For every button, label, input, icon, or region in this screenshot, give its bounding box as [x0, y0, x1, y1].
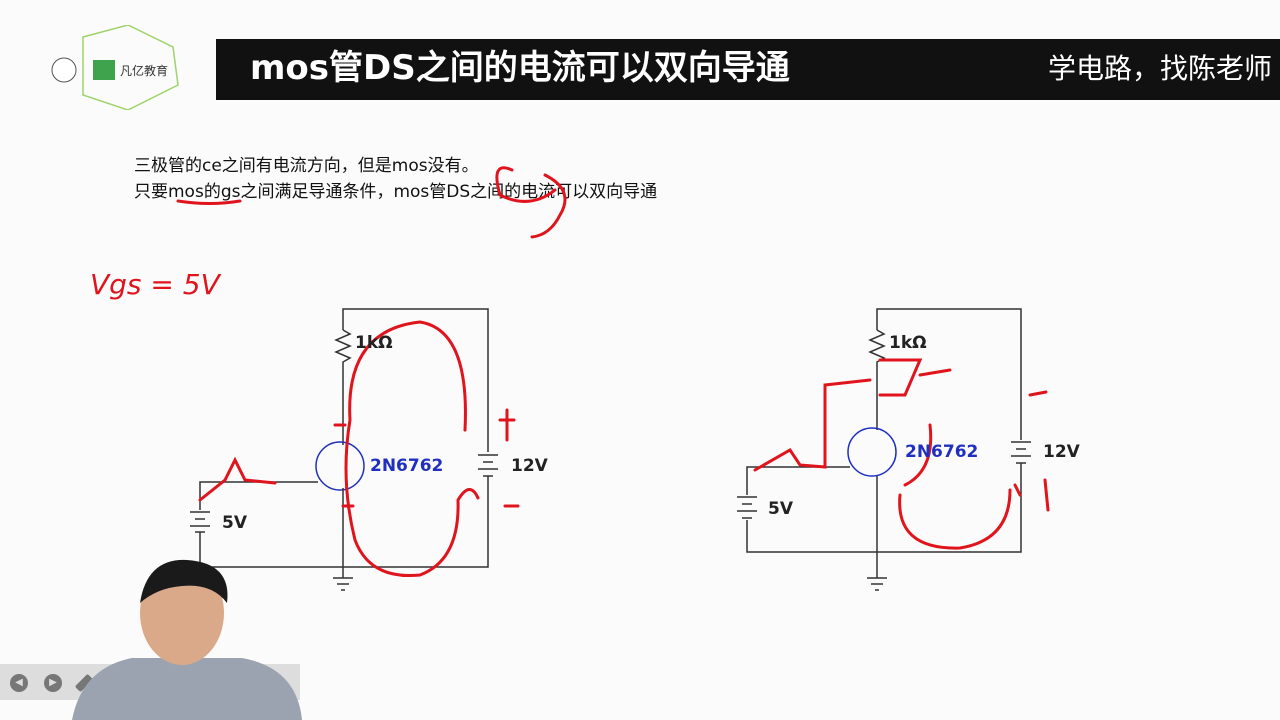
left-resistor-label: 1kΩ	[355, 333, 393, 353]
next-icon[interactable]: ▶	[44, 674, 62, 692]
red-annotations	[176, 166, 1050, 578]
title-bar: mos管DS之间的电流可以双向导通 学电路，找陈老师	[216, 39, 1280, 100]
right-12v-label: 12V	[1043, 442, 1080, 462]
left-12v-label: 12V	[511, 456, 548, 476]
right-circuit	[737, 308, 1031, 591]
slide-title: mos管DS之间的电流可以双向导通	[250, 48, 790, 88]
presenter-video	[72, 559, 302, 720]
left-circuit	[190, 308, 498, 591]
logo: 凡亿教育	[51, 25, 179, 110]
svg-text:凡亿教育: 凡亿教育	[120, 63, 168, 78]
vgs-annotation: Vgs = 5V	[90, 268, 220, 301]
slogan: 学电路，找陈老师	[1047, 52, 1272, 85]
right-resistor-label: 1kΩ	[889, 333, 927, 353]
text-line-1: 三极管的ce之间有电流方向，但是mos没有。	[134, 156, 479, 176]
left-mosfet-label: 2N6762	[370, 456, 444, 476]
right-5v-label: 5V	[768, 499, 793, 519]
prev-icon[interactable]: ◀	[10, 674, 28, 692]
left-5v-label: 5V	[222, 513, 247, 533]
text-line-2: 只要mos的gs之间满足导通条件，mos管DS之间的电流可以双向导通	[134, 182, 658, 202]
right-mosfet-label: 2N6762	[905, 442, 979, 462]
